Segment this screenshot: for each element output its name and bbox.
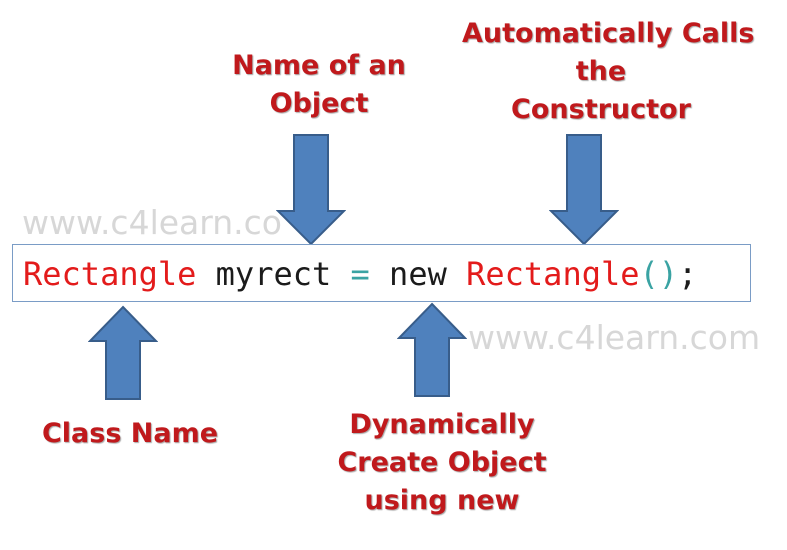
name-of-object-line-1: Name of an xyxy=(232,50,406,81)
calls-constructor-line-1: Automatically Calls xyxy=(462,18,755,49)
down-arrow-object-name xyxy=(276,134,346,246)
code-parens: () xyxy=(639,255,679,293)
code-semicolon: ; xyxy=(678,255,698,293)
name-of-object-label: Name of an Object xyxy=(230,47,408,123)
up-arrow-class-name xyxy=(88,305,158,400)
down-arrow-constructor xyxy=(549,134,619,246)
calls-constructor-line-3: Constructor xyxy=(511,94,691,125)
dynamically-create-line-3: using new xyxy=(364,485,520,516)
code-equals: = xyxy=(350,255,370,293)
up-arrow-new-keyword xyxy=(397,302,467,397)
code-object-name: myrect xyxy=(215,255,332,293)
class-name-line-1: Class Name xyxy=(41,418,219,449)
watermark-top: www.c4learn.co xyxy=(22,203,282,242)
code-statement: Rectangle myrect = new Rectangle(); xyxy=(23,255,697,293)
code-new-keyword: new xyxy=(389,255,447,293)
watermark-bottom: www.c4learn.com xyxy=(468,318,761,357)
code-class-name: Rectangle xyxy=(23,255,197,293)
code-constructor: Rectangle xyxy=(466,255,640,293)
code-line-box: Rectangle myrect = new Rectangle(); xyxy=(12,244,751,302)
calls-constructor-line-2: the xyxy=(575,56,627,87)
dynamically-create-line-2: Create Object xyxy=(337,447,547,478)
calls-constructor-label: Automatically Calls the Constructor xyxy=(462,15,755,129)
dynamically-create-line-1: Dynamically xyxy=(349,409,535,440)
class-name-label: Class Name xyxy=(40,415,220,453)
name-of-object-line-2: Object xyxy=(269,88,369,119)
dynamically-create-label: Dynamically Create Object using new xyxy=(336,406,548,520)
